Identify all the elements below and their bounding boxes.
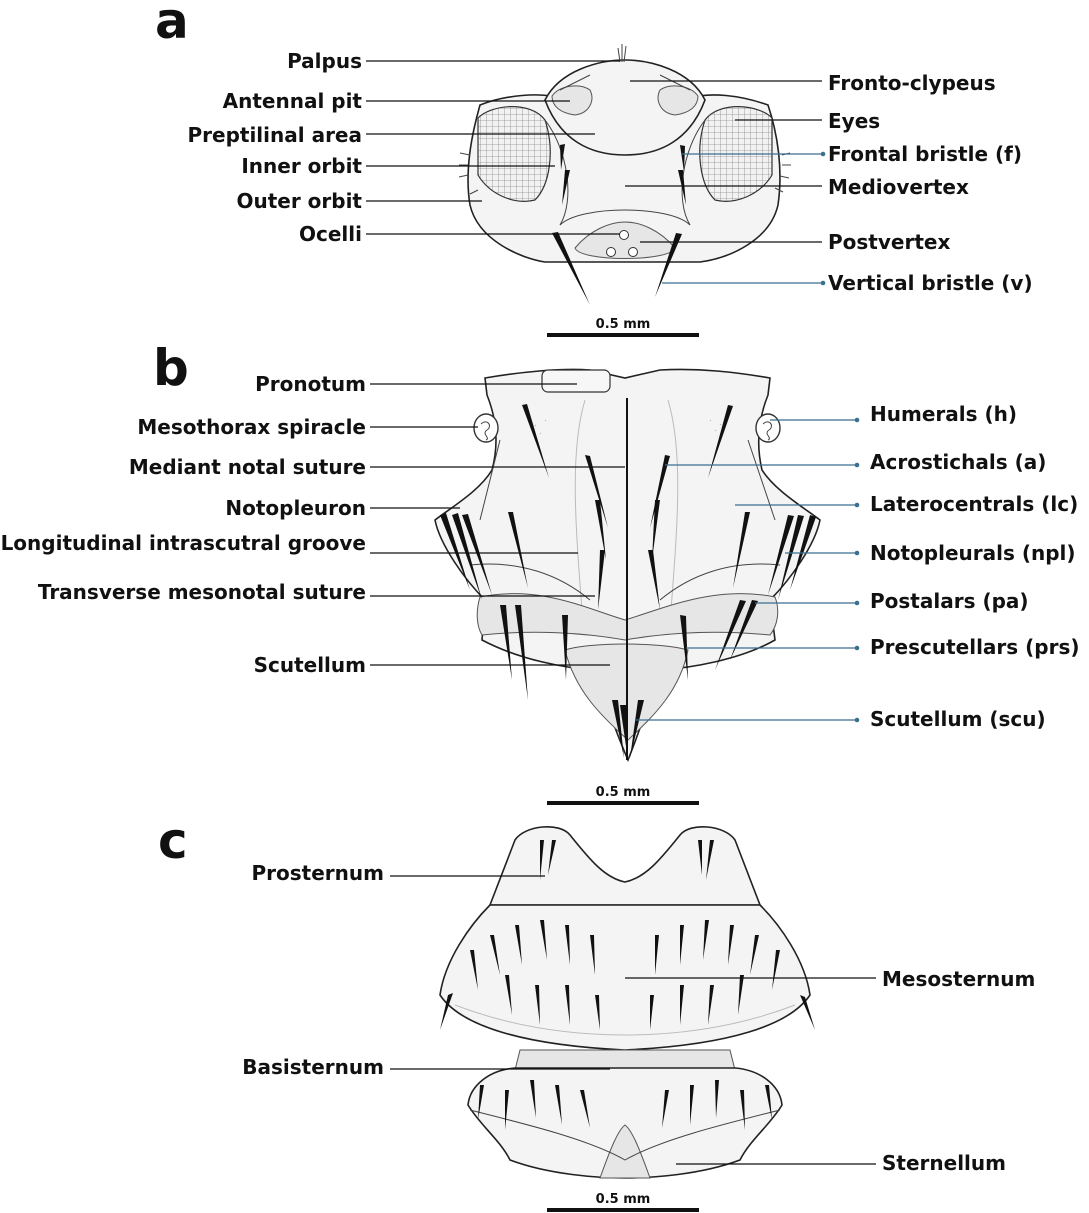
- dot-frontal-bristle: [821, 152, 826, 157]
- sternum-drawing: [440, 827, 815, 1178]
- thorax-drawing: [435, 369, 820, 760]
- label-scutellum: Scutellum: [254, 653, 366, 677]
- label-humerals: Humerals (h): [870, 402, 1017, 426]
- scale-bar-b: [547, 801, 699, 805]
- label-mesothorax-spiracle: Mesothorax spiracle: [137, 415, 366, 439]
- label-sternellum: Sternellum: [882, 1151, 1006, 1175]
- label-postvertex: Postvertex: [828, 230, 950, 254]
- label-pronotum: Pronotum: [255, 372, 366, 396]
- label-prescutellars: Prescutellars (prs): [870, 635, 1080, 659]
- label-mesosternum: Mesosternum: [882, 967, 1035, 991]
- label-antennal-pit: Antennal pit: [223, 89, 363, 113]
- panel-c-letter: c: [158, 812, 188, 870]
- label-inner-orbit: Inner orbit: [241, 154, 362, 178]
- dot-vertical-bristle: [821, 281, 826, 286]
- label-notopleurals: Notopleurals (npl): [870, 541, 1076, 565]
- panel-b: b: [1, 339, 1080, 805]
- label-scutellum-scu: Scutellum (scu): [870, 707, 1046, 731]
- dot-laterocentrals: [855, 503, 860, 508]
- dot-acrostichals: [855, 463, 860, 468]
- label-mediant-notal-suture: Mediant notal suture: [129, 455, 366, 479]
- panel-c: c: [158, 812, 1035, 1212]
- label-longitudinal-intrascutral-groove: Longitudinal intrascutral groove: [1, 531, 366, 555]
- scale-label-c: 0.5 mm: [596, 1192, 651, 1207]
- scale-bar-c: [547, 1208, 699, 1212]
- dot-humerals: [855, 418, 860, 423]
- dot-scutellum-scu: [855, 718, 860, 723]
- label-fronto-clypeus: Fronto-clypeus: [828, 71, 996, 95]
- head-drawing: [459, 44, 791, 305]
- dot-prescutellars: [855, 646, 860, 651]
- label-basisternum: Basisternum: [242, 1055, 384, 1079]
- label-eyes: Eyes: [828, 109, 880, 133]
- scale-label-a: 0.5 mm: [596, 317, 651, 332]
- label-mediovertex: Mediovertex: [828, 175, 969, 199]
- dot-notopleurals: [855, 551, 860, 556]
- label-outer-orbit: Outer orbit: [236, 189, 362, 213]
- panel-a-letter: a: [155, 0, 189, 50]
- panel-b-letter: b: [153, 339, 189, 397]
- scale-bar-a: [547, 333, 699, 337]
- label-prosternum: Prosternum: [252, 861, 384, 885]
- dot-postalars: [855, 601, 860, 606]
- label-ocelli: Ocelli: [299, 222, 362, 246]
- label-notopleuron: Notopleuron: [225, 496, 366, 520]
- label-acrostichals: Acrostichals (a): [870, 450, 1046, 474]
- label-transverse-mesonotal-suture: Transverse mesonotal suture: [38, 580, 366, 604]
- panel-a: a: [155, 0, 1033, 337]
- label-vertical-bristle: Vertical bristle (v): [828, 271, 1033, 295]
- label-preptilinal-area: Preptilinal area: [187, 123, 362, 147]
- label-palpus: Palpus: [287, 49, 362, 73]
- scale-label-b: 0.5 mm: [596, 785, 651, 800]
- label-postalars: Postalars (pa): [870, 589, 1029, 613]
- label-laterocentrals: Laterocentrals (lc): [870, 492, 1078, 516]
- label-frontal-bristle: Frontal bristle (f): [828, 142, 1022, 166]
